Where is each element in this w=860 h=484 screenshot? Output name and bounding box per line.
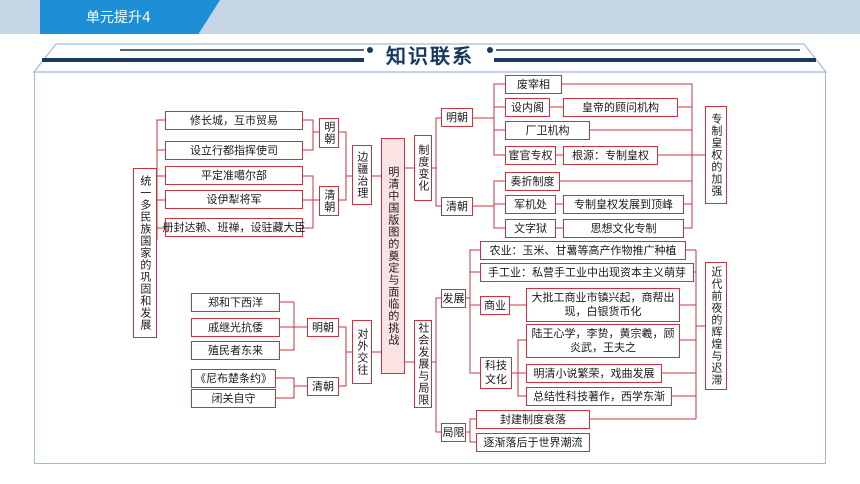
- node-falling-behind: 逐渐落后于世界潮流: [476, 433, 590, 452]
- node-science-works: 总结性科技著作，西学东渐: [526, 387, 672, 406]
- node-philosophy: 陆王心学，李贽，黄宗羲，顾炎武，王夫之: [526, 324, 680, 358]
- node-grand-council-detail: 专制皇权发展到顶峰: [563, 195, 684, 214]
- node-tibet-minister: 册封达赖、班禅，设驻藏大臣: [163, 218, 306, 237]
- node-left-qing-2: 清朝: [307, 377, 339, 396]
- title-banner: [32, 43, 828, 73]
- page-title: 知识联系: [386, 44, 474, 68]
- node-colonists: 殖民者东来: [191, 341, 280, 360]
- node-zheng-he: 郑和下西洋: [191, 293, 280, 312]
- node-left-qing-1: 清朝: [319, 186, 339, 216]
- node-autocracy-summary: 专制皇权的加强: [705, 106, 727, 204]
- node-dzungar: 平定准噶尔部: [165, 166, 303, 185]
- node-feudal-decline: 封建制度衰落: [476, 410, 590, 429]
- node-literary-inquisition: 文字狱: [505, 219, 556, 238]
- node-system-change: 制度变化: [414, 135, 432, 201]
- unit-tab[interactable]: [40, 0, 220, 34]
- node-handicraft: 手工业：私营手工业中出现资本主义萌芽: [480, 263, 694, 282]
- node-development: 发展: [441, 289, 466, 308]
- node-foreign-relations: 对外交往: [352, 320, 372, 384]
- node-literary-detail: 思想文化专制: [563, 219, 684, 238]
- root-node: 统一多民族国家的巩固和发展: [133, 168, 157, 338]
- content-frame: [34, 72, 826, 464]
- node-limitation: 局限: [441, 423, 466, 442]
- node-abolish-chancellor: 废宰相: [505, 75, 562, 94]
- node-qi-jiguang: 戚继光抗倭: [191, 318, 280, 337]
- node-commerce-detail: 大批工商业市镇兴起，商帮出现，白银货币化: [526, 288, 680, 322]
- unit-tab-label: 单元提升4: [86, 10, 151, 26]
- node-memorials: 奏折制度: [505, 172, 560, 191]
- node-border-governance: 边疆治理: [352, 145, 372, 205]
- node-left-ming-1: 明朝: [319, 118, 339, 148]
- node-early-modern-summary: 近代前夜的辉煌与迟滞: [705, 262, 727, 390]
- node-military-command: 设立行都指挥使司: [165, 141, 303, 160]
- node-closed-door: 闭关自守: [191, 389, 276, 408]
- node-social-development: 社会发展与局限: [414, 320, 432, 408]
- node-cabinet-detail: 皇帝的顾问机构: [563, 98, 678, 117]
- node-grand-council: 军机处: [505, 195, 556, 214]
- node-great-wall: 修长城，互市贸易: [165, 111, 303, 130]
- node-nerchinsk: 《尼布楚条约》: [191, 369, 276, 388]
- node-cabinet: 设内阁: [505, 98, 550, 117]
- node-eunuchs-detail: 根源：专制皇权: [563, 146, 658, 165]
- node-commerce: 商业: [480, 296, 510, 315]
- node-left-ming-2: 明朝: [307, 318, 339, 337]
- node-right-qing: 清朝: [441, 197, 473, 216]
- node-eunuchs: 宦官专权: [505, 146, 556, 165]
- node-right-ming: 明朝: [441, 108, 473, 127]
- node-secret-police: 厂卫机构: [505, 121, 590, 140]
- node-agriculture: 农业：玉米、甘薯等高产作物推广种植: [480, 241, 686, 260]
- node-ili-general: 设伊犁将军: [165, 190, 303, 209]
- center-node: 明清中国版图的奠定与面临的挑战: [381, 138, 405, 374]
- node-science-culture: 科技文化: [480, 357, 512, 389]
- node-novels: 明清小说繁荣，戏曲发展: [526, 364, 662, 383]
